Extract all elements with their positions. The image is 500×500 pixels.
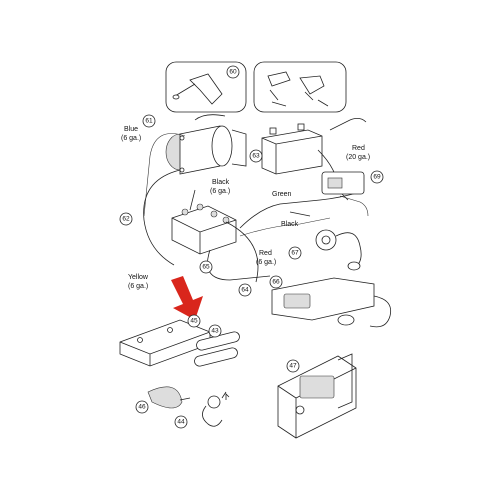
svg-text:65: 65 — [202, 264, 210, 271]
svg-text:43: 43 — [211, 328, 219, 335]
switch-module — [321, 171, 365, 195]
svg-text:69: 69 — [373, 174, 381, 181]
svg-text:44: 44 — [177, 419, 185, 426]
callout-67: 67 — [288, 246, 302, 260]
callout-47: 47 — [286, 359, 300, 373]
plug — [315, 229, 362, 271]
label-red-right: Red — [352, 145, 365, 152]
label-green: Green — [272, 191, 292, 198]
callout-61: 61 — [142, 114, 156, 128]
inset-box-left — [165, 61, 247, 113]
callout-65: 65 — [199, 260, 213, 274]
label-blue: Blue — [124, 126, 138, 133]
red-arrow — [171, 276, 203, 320]
battery — [261, 123, 323, 175]
svg-text:64: 64 — [241, 287, 249, 294]
winch-motor — [165, 114, 247, 175]
inset-box-right — [253, 61, 347, 113]
remote-control — [271, 277, 392, 328]
svg-text:47: 47 — [289, 363, 297, 370]
svg-text:63: 63 — [252, 153, 260, 160]
callout-60: 60 — [226, 65, 240, 79]
callout-69: 69 — [370, 170, 384, 184]
label-black-mid: Black — [281, 221, 299, 228]
hook-strap — [147, 386, 230, 427]
svg-text:61: 61 — [145, 118, 153, 125]
wires — [143, 118, 369, 283]
label-red-right-ga: (20 ga.) — [346, 154, 370, 161]
callout-43: 43 — [208, 324, 222, 338]
callout-64: 64 — [238, 283, 252, 297]
callout-45: 45 — [187, 314, 201, 328]
label-black-top-ga: (6 ga.) — [210, 188, 230, 195]
label-black-top: Black — [212, 179, 230, 186]
label-red-mid: Red — [259, 250, 272, 257]
svg-text:66: 66 — [272, 279, 280, 286]
contactor-block — [171, 203, 237, 255]
label-yellow-ga: (6 ga.) — [128, 283, 148, 290]
svg-text:45: 45 — [190, 318, 198, 325]
svg-text:62: 62 — [122, 216, 130, 223]
callout-62: 62 — [119, 212, 133, 226]
callout-63: 63 — [249, 149, 263, 163]
callout-46: 46 — [135, 400, 149, 414]
svg-text:60: 60 — [229, 69, 237, 76]
svg-text:46: 46 — [138, 404, 146, 411]
callout-66: 66 — [269, 275, 283, 289]
label-yellow: Yellow — [128, 274, 149, 281]
callout-44: 44 — [174, 415, 188, 429]
label-red-mid-ga: (6 ga.) — [256, 259, 276, 266]
label-blue-ga: (6 ga.) — [121, 135, 141, 142]
fairlead — [194, 331, 240, 367]
svg-text:67: 67 — [291, 250, 299, 257]
winch-assembly — [277, 353, 357, 439]
